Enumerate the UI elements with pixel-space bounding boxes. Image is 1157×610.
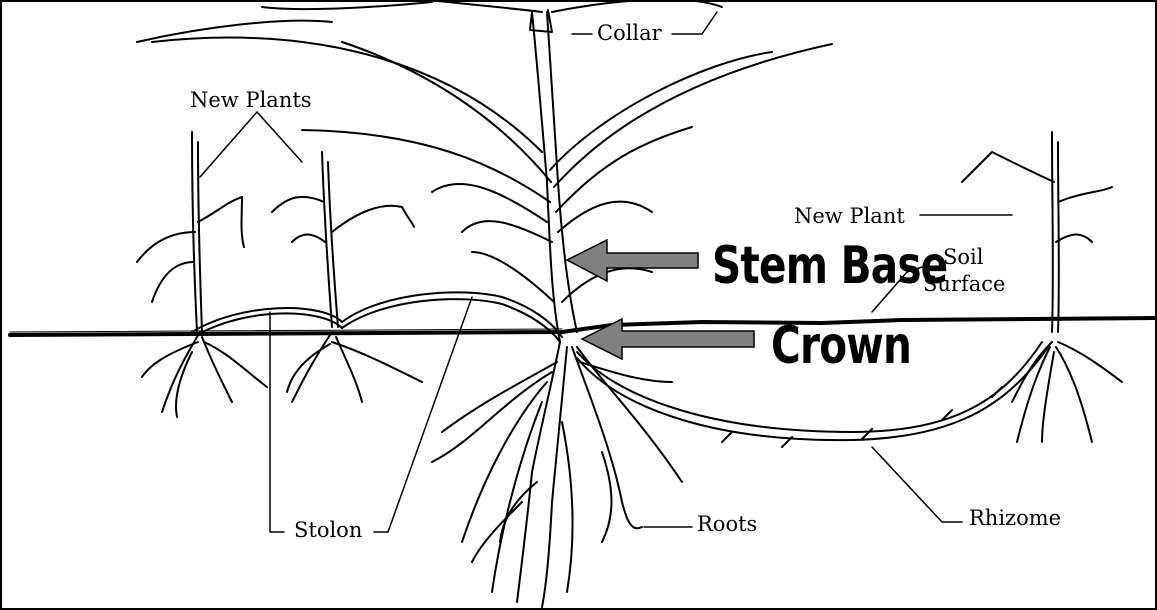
stolon-label: Stolon: [294, 520, 362, 541]
soil-label: Soil: [943, 247, 983, 268]
crown-callout: Crown: [771, 320, 911, 372]
new-plant-left-2: [272, 152, 422, 402]
rhizome-label: Rhizome: [969, 508, 1061, 529]
main-roots: [432, 342, 1048, 607]
new-plant-label: New Plant: [794, 206, 905, 227]
stem-base-arrow: [567, 240, 698, 281]
new-plants-label: New Plants: [190, 90, 312, 111]
collar-label: Collar: [597, 23, 662, 44]
roots-label: Roots: [697, 514, 757, 535]
stem-base-callout: Stem Base: [712, 240, 947, 292]
rhizome-nodes: [722, 387, 1002, 447]
soil-surface-line: [10, 318, 1157, 335]
